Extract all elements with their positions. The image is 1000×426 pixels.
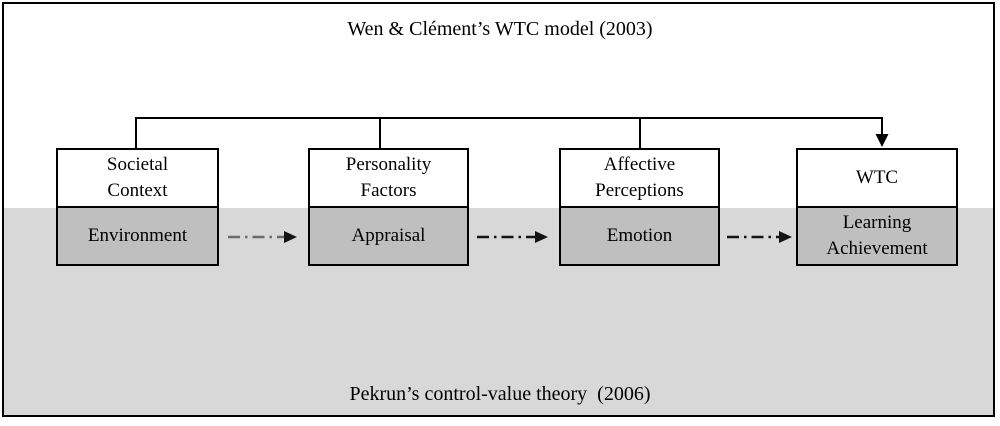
box-top-half: Affective Perceptions [561, 150, 718, 206]
box-affective-perceptions: Affective Perceptions Emotion [559, 148, 720, 266]
box-bottom-half: Appraisal [310, 206, 467, 264]
box-bottom-half: Emotion [561, 206, 718, 264]
box-label-line: Emotion [606, 225, 673, 246]
box-label-line: Context [107, 180, 168, 201]
box-wtc: WTC Learning Achievement [796, 148, 958, 266]
box-top-half: WTC [798, 150, 956, 206]
box-top-half: Personality Factors [310, 150, 467, 206]
box-label-line: Factors [360, 180, 417, 201]
box-top-half: Societal Context [58, 150, 217, 206]
box-label-line: Appraisal [351, 225, 426, 246]
box-label-line: Personality [345, 154, 432, 175]
box-label-line: Achievement [826, 238, 928, 259]
box-label-line: Perceptions [595, 180, 684, 201]
bottom-theory-title: Pekrun’s control-value theory (2006) [349, 383, 651, 405]
box-label-line: Societal [106, 154, 169, 175]
box-bottom-half: Learning Achievement [798, 206, 956, 264]
box-bottom-half: Environment [58, 206, 217, 264]
box-label-line: Learning [842, 212, 912, 233]
box-label-line: WTC [855, 167, 899, 188]
top-model-title: Wen & Clément’s WTC model (2003) [347, 18, 653, 40]
box-label-line: Environment [87, 225, 188, 246]
box-societal-context: Societal Context Environment [56, 148, 219, 266]
box-personality-factors: Personality Factors Appraisal [308, 148, 469, 266]
box-label-line: Affective [603, 154, 676, 175]
